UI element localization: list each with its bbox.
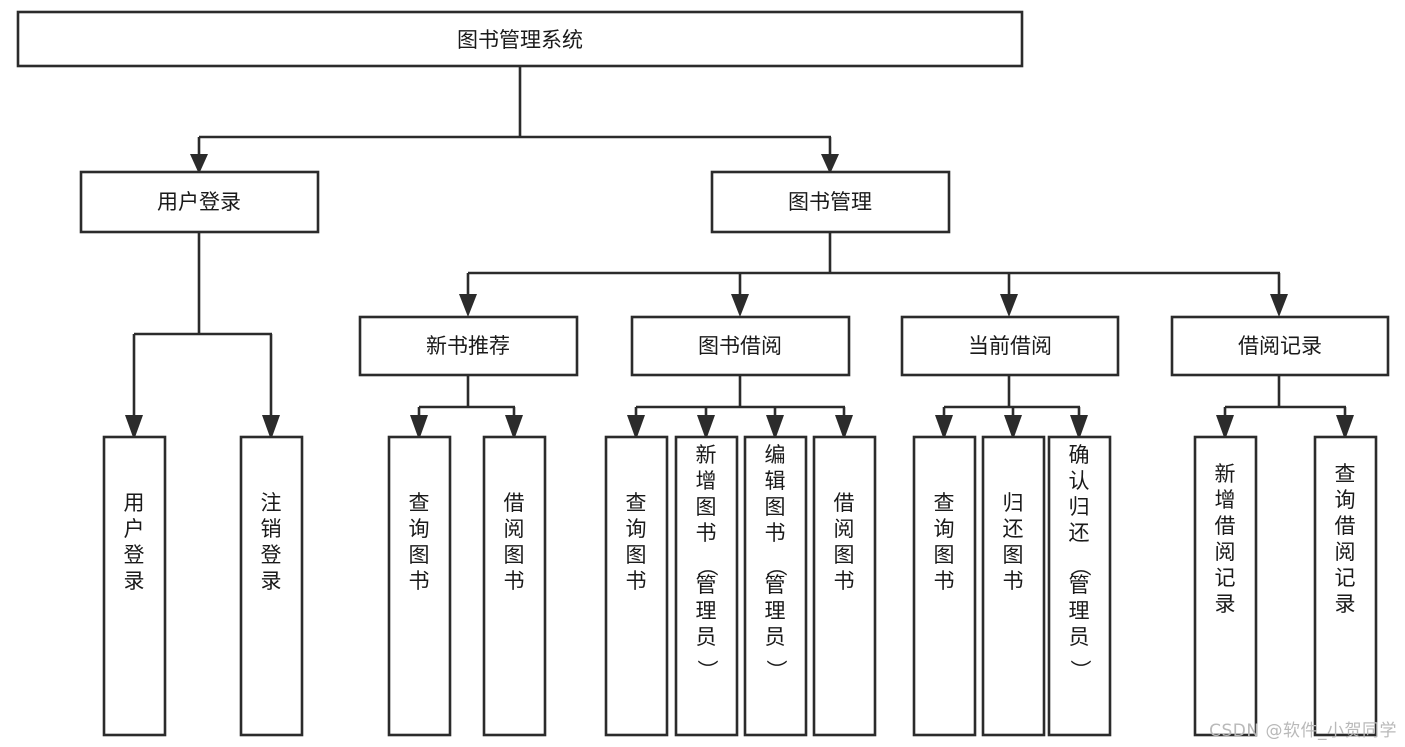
- node-book-management-box[interactable]: [710, 170, 951, 234]
- leaf-borrow-book-1-label: 借阅图书: [504, 491, 525, 593]
- arrow-leaf-logout-login: [262, 415, 280, 440]
- leaf-edit-book[interactable]: 编辑图书管理员 （ ）: [743, 435, 808, 737]
- leaf-add-book[interactable]: 新增图书管理员 （ ）: [674, 435, 739, 737]
- leaf-logout-login-box[interactable]: [239, 435, 304, 737]
- node-new-book-recommend[interactable]: 新书推荐: [358, 315, 579, 377]
- arrow-to-new-book-recommend: [459, 294, 477, 317]
- arrow-to-user-login: [190, 154, 208, 174]
- node-current-borrow-box[interactable]: [900, 315, 1120, 377]
- arrow-to-book-management: [821, 154, 839, 174]
- leaf-borrow-book-2-box[interactable]: [812, 435, 877, 737]
- leaf-borrow-book-2[interactable]: 借阅图书: [812, 435, 877, 737]
- node-book-management-label: 图书管理: [788, 190, 872, 214]
- csdn-watermark: CSDN @软件_小贺同学: [1209, 721, 1397, 741]
- leaf-edit-book-label: 编辑图书管理员: [765, 443, 786, 649]
- svg-text:（: （: [695, 556, 719, 577]
- connector-group-current-borrow: [935, 375, 1088, 440]
- node-user-login-box[interactable]: [79, 170, 320, 234]
- arrow-leaf-query-record: [1336, 415, 1354, 440]
- arrow-leaf-edit-book: [766, 415, 784, 440]
- leaf-query-book-3-label: 查询图书: [934, 491, 955, 593]
- svg-text:）: ）: [695, 660, 719, 681]
- leaf-query-record[interactable]: 查询借阅记录: [1313, 435, 1378, 737]
- leaf-query-book-2[interactable]: 查询图书: [604, 435, 669, 737]
- leaf-confirm-return[interactable]: 确认归还管理员 （ ）: [1047, 435, 1112, 737]
- svg-text:）: ）: [764, 660, 788, 681]
- arrow-leaf-user-login: [125, 415, 143, 440]
- leaf-borrow-book-1-box[interactable]: [482, 435, 547, 737]
- leaf-query-book-3-box[interactable]: [912, 435, 977, 737]
- node-new-book-recommend-box[interactable]: [358, 315, 579, 377]
- leaf-user-login-box[interactable]: [102, 435, 167, 737]
- node-root[interactable]: 图书管理系统: [16, 10, 1024, 68]
- connector-group-book-borrow: [627, 375, 853, 440]
- arrow-leaf-return-book: [1004, 415, 1022, 440]
- leaf-return-book-box[interactable]: [981, 435, 1046, 737]
- arrow-leaf-query-book-1: [410, 415, 428, 440]
- leaf-query-book-1-box[interactable]: [387, 435, 452, 737]
- node-current-borrow[interactable]: 当前借阅: [900, 315, 1120, 377]
- node-borrow-record[interactable]: 借阅记录: [1170, 315, 1390, 377]
- leaf-user-login[interactable]: 用户登录: [102, 435, 167, 737]
- leaf-add-book-box[interactable]: [674, 435, 739, 737]
- connector-group-borrow-record: [1216, 375, 1354, 440]
- arrow-leaf-add-book: [697, 415, 715, 440]
- leaf-add-book-label: 新增图书管理员: [696, 443, 717, 649]
- svg-text:（: （: [764, 556, 788, 577]
- leaf-user-login-label: 用户登录: [124, 491, 145, 593]
- leaf-query-book-1[interactable]: 查询图书: [387, 435, 452, 737]
- arrow-leaf-query-book-3: [935, 415, 953, 440]
- arrow-leaf-confirm-return: [1070, 415, 1088, 440]
- leaf-query-record-label: 查询借阅记录: [1335, 462, 1356, 616]
- arrow-leaf-query-book-2: [627, 415, 645, 440]
- arrow-leaf-borrow-book-2: [835, 415, 853, 440]
- svg-text:）: ）: [1068, 660, 1092, 681]
- leaf-return-book-label: 归还图书: [1003, 491, 1024, 593]
- node-book-management[interactable]: 图书管理: [710, 170, 951, 234]
- connector-group-new-book-recommend: [410, 375, 523, 440]
- leaf-add-record[interactable]: 新增借阅记录: [1193, 435, 1258, 737]
- node-book-borrow-box[interactable]: [630, 315, 851, 377]
- leaf-query-book-2-label: 查询图书: [626, 491, 647, 593]
- leaf-return-book[interactable]: 归还图书: [981, 435, 1046, 737]
- leaf-query-book-2-box[interactable]: [604, 435, 669, 737]
- arrow-to-borrow-record: [1270, 294, 1288, 317]
- leaf-query-book-3[interactable]: 查询图书: [912, 435, 977, 737]
- node-current-borrow-label: 当前借阅: [968, 334, 1052, 358]
- leaf-query-book-1-label: 查询图书: [409, 491, 430, 593]
- connector-group-book-management: [459, 232, 1288, 317]
- node-root-box[interactable]: [16, 10, 1024, 68]
- node-root-label: 图书管理系统: [457, 28, 583, 52]
- leaf-edit-book-box[interactable]: [743, 435, 808, 737]
- leaf-logout-login-label: 注销登录: [261, 491, 282, 593]
- leaf-confirm-return-label: 确认归还管理员: [1069, 443, 1090, 649]
- node-user-login[interactable]: 用户登录: [79, 170, 320, 234]
- node-borrow-record-box[interactable]: [1170, 315, 1390, 377]
- node-new-book-recommend-label: 新书推荐: [426, 334, 510, 358]
- leaf-logout-login[interactable]: 注销登录: [239, 435, 304, 737]
- arrow-to-book-borrow: [731, 294, 749, 317]
- arrow-leaf-add-record: [1216, 415, 1234, 440]
- arrow-to-current-borrow: [1000, 294, 1018, 317]
- leaf-confirm-return-box[interactable]: [1047, 435, 1112, 737]
- node-user-login-label: 用户登录: [157, 190, 241, 214]
- node-borrow-record-label: 借阅记录: [1238, 334, 1322, 358]
- leaf-query-record-box[interactable]: [1313, 435, 1378, 737]
- leaf-borrow-book-2-label: 借阅图书: [834, 491, 855, 593]
- leaf-borrow-book-1[interactable]: 借阅图书: [482, 435, 547, 737]
- connector-group-root: [190, 66, 839, 174]
- node-book-borrow-label: 图书借阅: [698, 334, 782, 358]
- node-book-borrow[interactable]: 图书借阅: [630, 315, 851, 377]
- svg-text:（: （: [1068, 556, 1092, 577]
- arrow-leaf-borrow-book-1: [505, 415, 523, 440]
- connector-group-user-login: [125, 232, 280, 440]
- leaf-add-record-box[interactable]: [1193, 435, 1258, 737]
- leaf-add-record-label: 新增借阅记录: [1215, 462, 1236, 616]
